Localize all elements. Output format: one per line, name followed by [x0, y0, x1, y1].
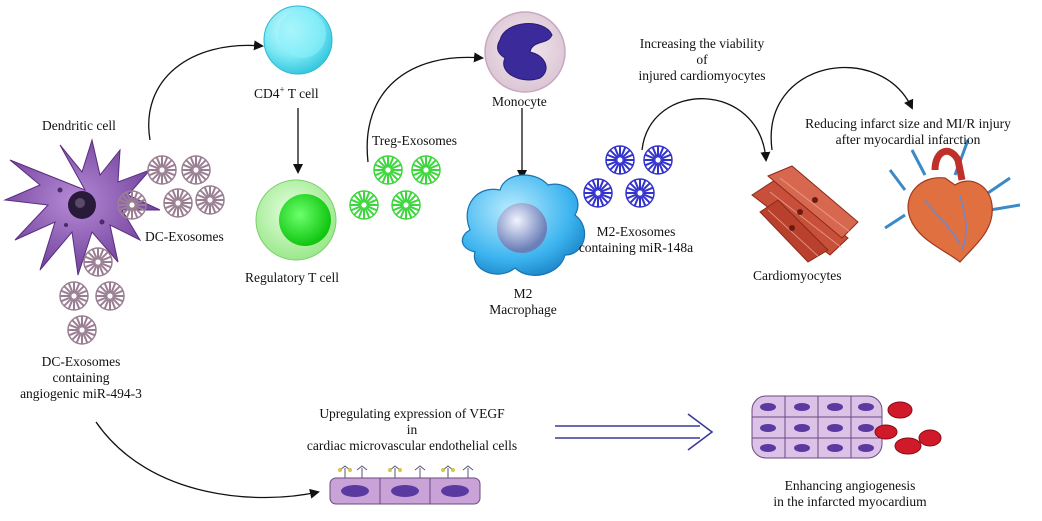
exosome-icon [583, 178, 613, 208]
label-viability-line1: Increasing the viability [639, 36, 765, 51]
label-dc-mir-line3: angiogenic miR-494-3 [20, 386, 142, 401]
label-dc-mir-line2: containing [52, 370, 110, 385]
label-m2-line2: Macrophage [489, 302, 557, 317]
label-infarct-line1: Reducing infarct size and MI/R injury [805, 116, 1011, 131]
label-dc-exosomes: DC-Exosomes [145, 229, 224, 244]
exosome-icon [67, 315, 97, 345]
label-cd4-suffix: T cell [284, 86, 319, 101]
cd4-t-cell-icon [263, 5, 333, 75]
dc-exosome-cluster-top [117, 155, 225, 220]
arrow-tregexo-to-monocyte [366, 52, 484, 163]
label-cd4-prefix: CD4 [254, 86, 280, 101]
heart-icon [884, 139, 1021, 263]
label-angiogenesis: Enhancing angiogenesis in the infarcted … [745, 478, 955, 510]
label-cardiomyocytes: Cardiomyocytes [753, 268, 842, 283]
exosome-icon [195, 185, 225, 215]
exosome-icon [83, 247, 113, 277]
label-vegf-line2: in [406, 422, 418, 437]
double-arrow [555, 413, 714, 451]
label-regulatory-t-cell: Regulatory T cell [245, 270, 339, 285]
exosome-icon [349, 190, 379, 220]
label-dendritic-cell: Dendritic cell [42, 118, 116, 133]
exosome-icon [117, 190, 147, 220]
label-m2-exosomes-line2: containing miR-148a [578, 240, 694, 255]
exosome-icon [391, 190, 421, 220]
arrow-m2exo-to-cardio [641, 98, 771, 162]
cardiomyocytes-icon [751, 165, 859, 263]
endothelial-cells-icon [329, 465, 481, 505]
blood-vessel-icon [751, 395, 942, 459]
label-m2-macrophage: M2 Macrophage [488, 286, 558, 318]
monocyte-icon [484, 11, 566, 93]
exosome-icon [411, 155, 441, 185]
dc-exosome-cluster-bottom [59, 247, 125, 345]
exosome-icon [181, 155, 211, 185]
label-treg-exosomes: Treg-Exosomes [372, 133, 458, 148]
label-m2-exosomes-line1: M2-Exosomes [596, 224, 676, 239]
label-monocyte: Monocyte [492, 94, 547, 109]
exosome-icon [59, 281, 89, 311]
label-cd4-sup: + [279, 84, 285, 95]
treg-exosome-cluster [349, 155, 441, 220]
label-vegf-line3: cardiac microvascular endothelial cells [306, 438, 518, 453]
label-m2-line1: M2 [513, 286, 533, 301]
exosome-icon [147, 155, 177, 185]
exosome-icon [625, 178, 655, 208]
exosome-icon [373, 155, 403, 185]
exosome-icon [163, 188, 193, 218]
label-dc-mir-line1: DC-Exosomes [41, 354, 121, 369]
label-vegf-line1: Upregulating expression of VEGF [319, 406, 505, 421]
arrow-dc-to-cd4 [148, 40, 264, 141]
label-viability-line2: of [696, 52, 708, 67]
exosome-icon [605, 145, 635, 175]
label-vegf: Upregulating expression of VEGF in cardi… [272, 406, 552, 454]
regulatory-t-cell-icon [255, 179, 337, 261]
m2-exosome-cluster [583, 145, 673, 208]
arrow-dcexo-to-endothelial [95, 421, 320, 499]
exosome-icon [95, 281, 125, 311]
label-viability: Increasing the viability of injured card… [612, 36, 792, 84]
label-angio-line1: Enhancing angiogenesis [784, 478, 916, 493]
label-dc-exosomes-mir: DC-Exosomes containing angiogenic miR-49… [6, 354, 156, 402]
label-cd4-t-cell: CD4+ T cell [254, 84, 319, 102]
dendritic-cell-icon [3, 138, 161, 276]
m2-macrophage-icon [461, 174, 586, 276]
label-infarct: Reducing infarct size and MI/R injury af… [780, 116, 1036, 148]
exosome-icon [643, 145, 673, 175]
label-m2-exosomes: M2-Exosomes containing miR-148a [566, 224, 706, 256]
label-infarct-line2: after myocardial infarction [835, 132, 981, 147]
label-viability-line3: injured cardiomyocytes [638, 68, 766, 83]
label-angio-line2: in the infarcted myocardium [773, 494, 927, 509]
arrow-cardio-to-heart [770, 66, 914, 151]
